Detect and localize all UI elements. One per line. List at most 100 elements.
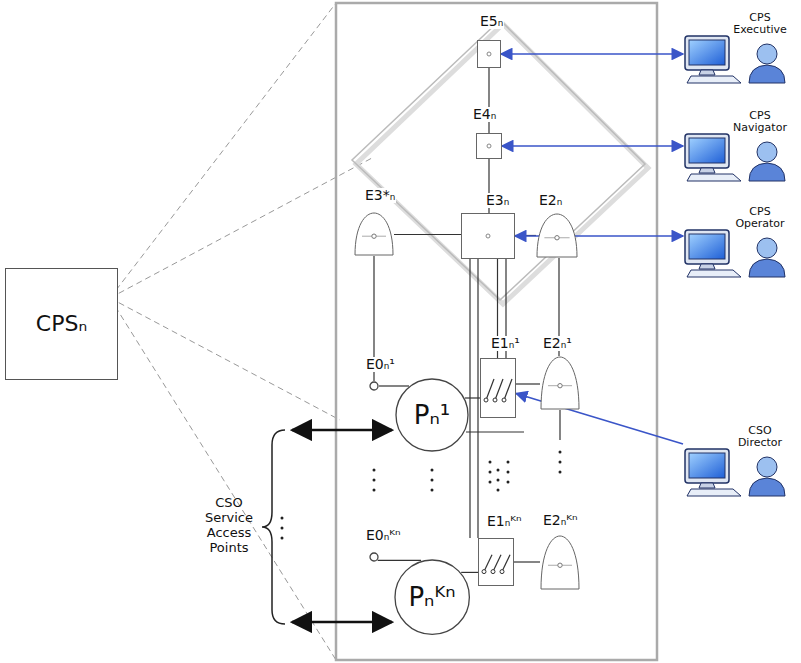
monitor-screen [689,40,725,65]
dot [373,469,376,472]
element-label: E0ₙᴷⁿ [365,528,402,543]
element-label: E1ₙ¹ [490,336,521,351]
zoom-line [110,298,340,420]
port-circle: E0ₙ¹ [369,381,379,391]
element-label: E0ₙ¹ [365,357,396,372]
dot [431,469,434,472]
shape-outline [480,358,516,418]
element-label: E5ₙ [479,14,504,29]
user-workstation: CPS Navigator [683,110,795,182]
element-shield: E2ₙ [536,213,578,258]
shield-outline [541,536,579,589]
monitor-stand [699,483,715,488]
keyboard [687,270,741,277]
brace [262,430,285,624]
shape-outline [540,535,580,590]
wire [516,383,540,384]
shape-outline [477,40,501,68]
keyboard [687,76,741,83]
dot [497,489,500,492]
element-label: E3ₙ [485,193,510,208]
dot [431,479,434,482]
shape-outline [478,538,514,586]
zoom-frame [336,3,657,660]
dot [559,461,562,464]
terminal-dot [558,563,562,567]
person-body [749,259,785,277]
role-label: CPS Operator [727,206,793,230]
element-box: E5ₙ [477,40,501,68]
person-head [757,238,777,258]
element-label: E1ₙᴷⁿ [486,514,523,529]
element-label: E2ₙ¹ [542,336,573,351]
port-circle: E0ₙᴷⁿ [369,552,379,562]
element-label: E2ₙ [538,193,563,208]
element-label: E4ₙ [472,107,497,122]
person-head [757,44,777,64]
box-outline [481,359,516,418]
dot [497,479,500,482]
dot [559,451,562,454]
person-head [757,142,777,162]
access-arrow [292,429,392,432]
monitor-stand [699,70,715,75]
box-outline [462,214,515,259]
shape-outline [476,133,502,159]
person-head [757,457,777,477]
dot [281,527,284,530]
node-label: Pₙᴷⁿ [408,583,455,612]
monitor-stand [699,168,715,173]
element-box: E4ₙ [476,133,502,159]
wire [379,385,409,386]
keyboard [687,489,741,496]
diamond-shadow [356,24,648,304]
element-box: E3ₙ [461,213,515,259]
continuation-dots [281,451,562,540]
switch-contact [482,570,486,574]
wire [514,561,540,562]
shield-outline [537,214,577,257]
switch-contact [500,570,504,574]
process-circle: Pₙ¹ [395,378,469,452]
process-circle: Pₙᴷⁿ [394,559,470,635]
shield-outline [541,357,579,409]
dot [281,537,284,540]
role-label: CPS Navigator [727,110,793,134]
interaction-arrow [501,53,683,55]
dot [507,471,510,474]
monitor [685,134,729,168]
dot [507,461,510,464]
shape-outline [354,212,394,256]
switch-blade [495,379,503,400]
dot [489,461,492,464]
node-label: Pₙ¹ [414,401,450,430]
switch-box: E1ₙᴷⁿ [478,538,514,586]
box-outline [479,539,514,586]
monitor-screen [689,138,725,163]
person-body [749,163,785,181]
circle-outline [396,379,468,451]
circle-outline [370,553,378,561]
terminal-dot [486,234,490,238]
person-body [749,65,785,83]
shape-outline [540,356,580,410]
user-workstation: CSO Director [683,425,795,497]
element-shield: E2ₙ¹ [540,356,580,410]
terminal-dot [487,144,491,148]
dot [281,517,284,520]
monitor [685,230,729,264]
shape-outline [369,381,379,391]
node-label: CPSₙ [36,312,87,336]
monitor [685,449,729,483]
interaction-arrow [502,145,683,147]
switch-contact [484,398,488,402]
terminal-dot [558,384,562,388]
dot [373,479,376,482]
switch-contact [502,398,506,402]
switch-blade [486,379,494,400]
zoom-line [110,158,372,298]
terminal-dot [555,236,559,240]
zoom-line [110,3,336,298]
role-label: CPS Executive [727,12,793,36]
